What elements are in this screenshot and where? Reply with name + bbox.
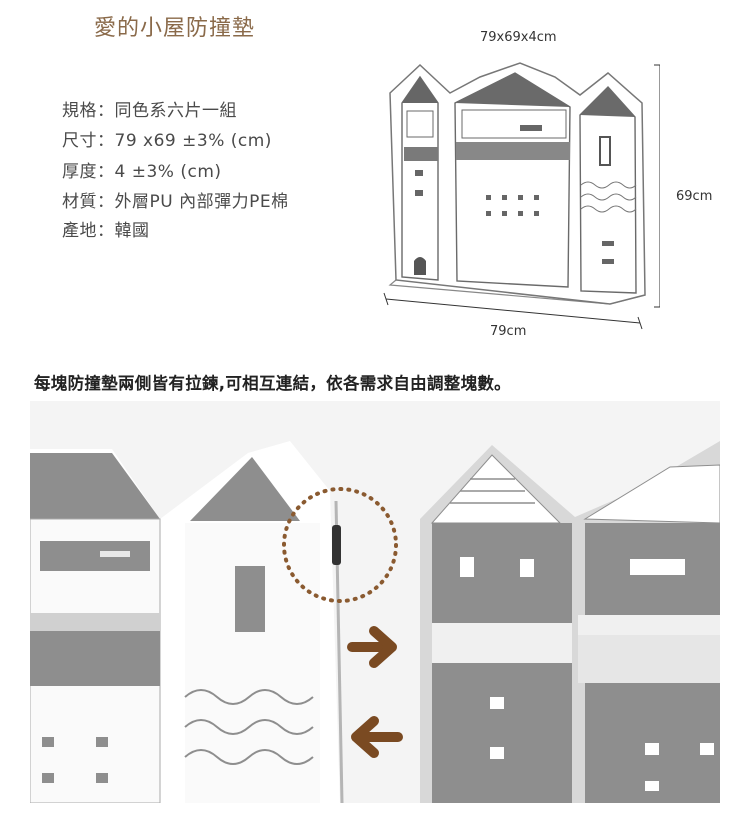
zipper-highlight-circle (282, 487, 398, 603)
spec-value: 韓國 (114, 221, 150, 241)
zipper-photo (30, 401, 720, 803)
spec-row-format: 規格：同色系六片一組 (62, 96, 237, 121)
diagram-house-right (579, 85, 637, 294)
panel-left-house-2 (184, 457, 320, 803)
diagram-house-left (401, 75, 439, 281)
dimension-bottom-label: 79cm (490, 324, 527, 339)
spec-separator: ： (97, 131, 115, 151)
page-title: 愛的小屋防撞墊 (94, 16, 256, 41)
photo-illustration (30, 401, 720, 803)
spec-separator: ： (97, 221, 115, 241)
spec-value: 外層PU 內部彈力PE棉 (114, 192, 289, 212)
panel-left-house-1 (30, 453, 161, 803)
spec-value: 79 x69 ±3% (cm) (114, 131, 272, 151)
dimension-top-label: 79x69x4cm (480, 30, 557, 45)
diagram-house-middle (454, 72, 571, 288)
dimension-line-width (385, 298, 641, 324)
zipper-pull-icon (332, 525, 341, 565)
spec-row-thickness: 厚度：4 ±3% (cm) (62, 157, 222, 182)
product-diagram (383, 62, 660, 330)
panel-right (420, 441, 720, 803)
spec-label: 材質 (62, 192, 97, 212)
spec-value: 同色系六片一組 (114, 101, 237, 121)
arrow-left-icon (351, 716, 403, 758)
spec-separator: ： (97, 101, 115, 121)
spec-label: 規格 (62, 101, 97, 121)
spec-label: 厚度 (62, 162, 97, 182)
spec-label: 產地 (62, 221, 97, 241)
spec-label: 尺寸 (62, 131, 97, 151)
spec-value: 4 ±3% (cm) (114, 162, 222, 182)
dimension-right-label: 69cm (676, 189, 713, 204)
spec-row-origin: 產地：韓國 (62, 216, 150, 241)
spec-row-size: 尺寸：79 x69 ±3% (cm) (62, 126, 272, 151)
spec-separator: ： (97, 192, 115, 212)
spec-separator: ： (97, 162, 115, 182)
spec-row-material: 材質：外層PU 內部彈力PE棉 (62, 187, 289, 212)
zipper-caption: 每塊防撞墊兩側皆有拉鍊,可相互連結，依各需求自由調整塊數。 (34, 374, 511, 393)
arrow-right-icon (347, 626, 397, 668)
